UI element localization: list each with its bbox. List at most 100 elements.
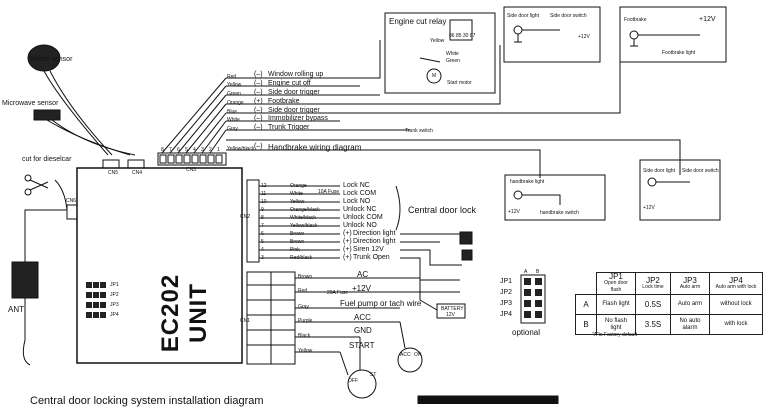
optional-label: optional [512, 328, 541, 337]
side-door-switch-2: Side door switch [682, 168, 719, 174]
optional-jp4: JP4 [500, 311, 513, 318]
cn2-wire-desc: Lock COM [343, 190, 377, 197]
cn5-label: CN5 [108, 170, 119, 176]
handbrake-light: handbrake light [510, 179, 545, 185]
motor-icon: M [432, 73, 437, 79]
unit-title: EC202 UNIT [157, 273, 212, 353]
jp-cell: without lock [709, 294, 763, 315]
cn2-pin: 3 [261, 255, 264, 261]
cn3-pin: 1 [217, 147, 220, 153]
jp-cell: No auto alarm [670, 314, 710, 335]
cn3-wire-desc: Side door trigger [268, 107, 320, 114]
cn1-wire-color: Gray [298, 304, 309, 310]
optional-col-b: B [536, 269, 540, 275]
jp-cell: Auto arm [670, 294, 710, 315]
handbrake-switch: handbrake switch [540, 210, 579, 216]
cn2-wire-color: Brown [290, 231, 305, 237]
cn1-wire-desc: Fuel pump or tach wire [340, 299, 422, 308]
cn2-wire-desc: Lock NC [343, 182, 370, 189]
cn2-wire-desc: Unlock COM [343, 214, 383, 221]
cn2-wire-desc: Trunk Open [353, 254, 390, 261]
footbrake-light: Footbrake light [662, 50, 696, 56]
cn3-wire-sign: (–) [254, 124, 263, 131]
start-motor-label: Start motor [447, 80, 472, 86]
cn2-wire-color: Orange [290, 183, 307, 189]
cn2-wire-desc: Siren 12V [353, 246, 384, 253]
unit-jp2: JP2 [110, 292, 119, 298]
side-door-12v: +12V [578, 34, 590, 40]
ec202-unit-body [76, 167, 243, 364]
cn3-wire-desc: Engine cut off [268, 80, 311, 87]
optional-col-a: A [524, 269, 528, 275]
cn3-wire-sign: (–) [254, 80, 263, 87]
cn2-pin: 5 [261, 239, 264, 245]
cn2-wire-color: White/black [290, 215, 316, 221]
cn3-wire-desc: Handbrake wiring diagram [268, 143, 362, 152]
optional-jp1: JP1 [500, 278, 513, 285]
cn3-wire-sign: (–) [254, 71, 263, 78]
cn3-wire-sign: (+) [254, 98, 263, 105]
relay-green: Green [446, 58, 460, 64]
jp-cell: 3.5S [635, 314, 671, 335]
ignition-acc: ACC [400, 352, 411, 358]
unit-jp4: JP4 [110, 312, 119, 318]
cn2-pin: 7 [261, 223, 264, 229]
cn3-pin: 2 [209, 147, 212, 153]
cn3-wire-color: Yellow/black [227, 146, 255, 152]
jp-cell: with lock [709, 314, 763, 335]
shock-sensor-label: Shock sensor [30, 56, 73, 63]
cn3-pin: 6 [177, 147, 180, 153]
battery-volt: 12V [446, 312, 455, 318]
cn3-pin: 8 [161, 147, 164, 153]
cn3-wire-color: White [227, 117, 240, 123]
cn3-wire-color: Yellow [227, 82, 242, 88]
cn2-pin: 4 [261, 247, 264, 253]
cn2-wire-desc: Lock NO [343, 198, 371, 205]
jp-cell: 0.5S [635, 294, 671, 315]
cn2-pin: 8 [261, 215, 264, 221]
cn1-wire-color: Red [298, 288, 308, 294]
cn2-wire-color: Red/black [290, 255, 313, 261]
cn3-wire-desc: Trunk Trigger [268, 124, 310, 131]
cn3-wire-sign: (–) [254, 115, 263, 122]
side-door-light-2: Side door light [643, 168, 675, 174]
footbrake-12v: +12V [699, 16, 716, 23]
factory-default-note: "A"is Factory default [592, 332, 637, 338]
cn2-wire-color: Brown [290, 239, 305, 245]
cn2-wire-color: Yellow/black [290, 223, 318, 229]
cn3-connector [157, 152, 227, 166]
cn6-label: CN6 [66, 198, 77, 204]
cn1-wire-color: Purple [298, 318, 313, 324]
cn3-wire-desc: Side door trigger [268, 89, 320, 96]
cn1-wire-color: Black [298, 333, 311, 339]
ant-label: ANT [8, 305, 24, 314]
footbrake-title: Footbrake [624, 17, 647, 23]
cn4-label: CN4 [132, 170, 143, 176]
cn2-wire-color: White [290, 191, 303, 197]
unit-jp1: JP1 [110, 282, 119, 288]
cn3-wire-sign: (–) [254, 107, 263, 114]
cn2-pin: 9 [261, 207, 264, 213]
trunk-switch-label: Trunk switch [405, 128, 433, 134]
cn1-wire-desc: AC [357, 270, 369, 279]
cn3-wire-color: Blue [227, 109, 238, 115]
cn1-wire-desc: +12V [352, 284, 371, 293]
side-door-12v-2: +12V [643, 205, 655, 211]
cn2-pin: 10 [261, 199, 267, 205]
cn3-pin: 3 [201, 147, 204, 153]
relay-white: White [446, 51, 459, 57]
side-door-switch: Side door switch [550, 13, 587, 19]
cn2-pin: 12 [261, 183, 267, 189]
cn1-wire-color: Brown [298, 274, 313, 280]
cn2-pin: 11 [261, 191, 267, 197]
cn2-wire-color: Orange/black [290, 207, 320, 213]
cn3-wire-color: Green [227, 91, 241, 97]
bottom-caption: Central door locking system installation… [30, 395, 264, 407]
cn3-pin: 4 [193, 147, 196, 153]
cn2-wire-desc: Unlock NC [343, 206, 377, 213]
cn2-wire-color: Yellow [290, 199, 305, 205]
